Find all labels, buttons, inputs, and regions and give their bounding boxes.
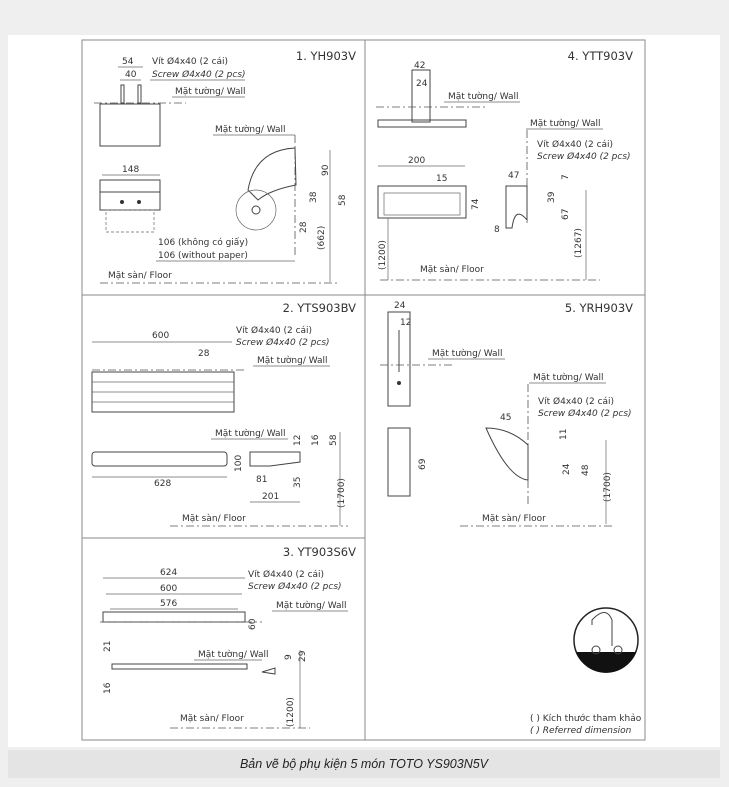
dimension-label: 9 <box>284 654 294 660</box>
dimension-label: (1267) <box>574 228 584 258</box>
dimension-label: Mặt tường/ Wall <box>215 428 286 439</box>
dimension-label: Mặt tường/ Wall <box>198 649 269 660</box>
panel-title: 2. YTS903BV <box>283 301 356 315</box>
dimension-label: Mặt tường/ Wall <box>276 600 347 611</box>
dimension-label: 39 <box>547 191 557 203</box>
dimension-label: 21 <box>103 641 113 652</box>
dimension-label: 58 <box>338 194 348 206</box>
dimension-label: 600 <box>152 331 169 341</box>
dimension-label: 48 <box>581 464 591 476</box>
dimension-label: (1200) <box>286 697 296 727</box>
dimension-label: Vít Ø4x40 (2 cái) <box>152 56 228 67</box>
dimension-label: 67 <box>561 209 571 220</box>
dimension-label: Mặt tường/ Wall <box>257 355 328 366</box>
dimension-label: 90 <box>321 164 331 176</box>
dimension-label: (1700) <box>337 478 347 508</box>
dimension-label: 24 <box>562 463 572 475</box>
dimension-label: Screw Ø4x40 (2 pcs) <box>248 581 342 592</box>
dimension-label: 35 <box>293 477 303 488</box>
dimension-label: 60 <box>248 618 258 630</box>
dimension-label: 29 <box>298 650 308 662</box>
dimension-label: Mặt tường/ Wall <box>448 91 519 102</box>
dimension-label: Screw Ø4x40 (2 pcs) <box>537 151 631 162</box>
panel-title: 5. YRH903V <box>565 301 633 315</box>
dimension-label: 7 <box>561 174 571 180</box>
dimension-label: 106 (without paper) <box>158 251 248 261</box>
dimension-label: Mặt tường/ Wall <box>530 118 601 129</box>
dimension-label: 69 <box>418 458 428 470</box>
dimension-label: (1700) <box>603 472 613 502</box>
dimension-label: 28 <box>198 349 210 359</box>
dimension-label: Mặt tường/ Wall <box>533 372 604 383</box>
dimension-label: 16 <box>103 682 113 694</box>
dimension-label: 74 <box>471 198 481 210</box>
dimension-label: Mặt sàn/ Floor <box>108 271 172 281</box>
dimension-label: Mặt sàn/ Floor <box>420 265 484 275</box>
caption: Bản vẽ bộ phụ kiện 5 món TOTO YS903N5V <box>8 750 720 778</box>
dimension-label: (1200) <box>378 240 388 270</box>
dimension-label: 200 <box>408 156 425 166</box>
dimension-label: Vít Ø4x40 (2 cái) <box>538 396 614 407</box>
dimension-label: 201 <box>262 492 279 502</box>
panel-yh903v: 1. YH903V 54 40 Vít Ø4x40 (2 cái) Screw … <box>94 49 356 284</box>
panel-title: 4. YTT903V <box>568 49 633 63</box>
dimension-label: Vít Ø4x40 (2 cái) <box>537 139 613 150</box>
panel-title: 1. YH903V <box>296 49 356 63</box>
dimension-label: 148 <box>122 165 139 175</box>
panel-yrh903v: 5. YRH903V 24 12 Mặt tường/ Wall 69 Mặt … <box>380 301 633 527</box>
dimension-label: 12 <box>293 435 303 446</box>
dimension-label: 28 <box>299 221 309 233</box>
dimension-label: 38 <box>309 191 319 203</box>
dimension-label: Screw Ø4x40 (2 pcs) <box>152 69 246 80</box>
dimension-label: Mặt tường/ Wall <box>175 86 246 97</box>
dimension-label: Mặt tường/ Wall <box>215 124 286 135</box>
dimension-label: 8 <box>494 225 500 235</box>
dimension-label: 16 <box>311 434 321 446</box>
panel-title: 3. YT903S6V <box>283 545 356 559</box>
dimension-label: Mặt sàn/ Floor <box>182 514 246 524</box>
dimension-label: 24 <box>394 301 406 311</box>
dimension-label: 81 <box>256 475 267 485</box>
dimension-label: Screw Ø4x40 (2 pcs) <box>538 408 632 419</box>
frame <box>81 39 646 741</box>
dimension-label: 47 <box>508 171 519 181</box>
panel-yts903bv: 2. YTS903BV 600 Vít Ø4x40 (2 cái) Screw … <box>91 301 356 527</box>
dimension-label: 45 <box>500 413 511 423</box>
dimension-label: 40 <box>125 70 137 80</box>
dimension-label: 24 <box>416 79 428 89</box>
dimension-label: Vít Ø4x40 (2 cái) <box>236 325 312 336</box>
dimension-label: Screw Ø4x40 (2 pcs) <box>236 337 330 348</box>
dimension-label: 58 <box>329 434 339 446</box>
dimension-label: 12 <box>400 318 411 328</box>
water-faucet-logo-icon <box>573 607 639 673</box>
panel-yt903s6v: 3. YT903S6V 624 600 576 Vít Ø4x40 (2 cái… <box>100 545 356 729</box>
dimension-label: 624 <box>160 568 177 578</box>
dimension-label: Vít Ø4x40 (2 cái) <box>248 569 324 580</box>
panel-ytt903v: 4. YTT903V 42 24 Mặt tường/ Wall Mặt tườ… <box>376 49 633 281</box>
dimension-label: 11 <box>559 429 569 440</box>
legend: ( ) Kích thước tham khảo ( ) Referred di… <box>530 607 642 736</box>
dimension-label: 15 <box>436 174 447 184</box>
dimension-label: (662) <box>317 226 327 250</box>
dimension-label: 42 <box>414 61 425 71</box>
dimension-label: 576 <box>160 599 177 609</box>
dimension-label: Mặt sàn/ Floor <box>482 514 546 524</box>
dimension-label: 600 <box>160 584 177 594</box>
dimension-label: 628 <box>154 479 171 489</box>
dimension-label: 106 (không có giấy) <box>158 237 248 248</box>
dimension-label: Mặt sàn/ Floor <box>180 714 244 724</box>
dimension-label: 100 <box>234 455 244 472</box>
dimension-label: ( ) Referred dimension <box>530 726 632 736</box>
dimension-label: Mặt tường/ Wall <box>432 348 503 359</box>
dimension-label: ( ) Kích thước tham khảo <box>530 713 642 724</box>
dimension-label: 54 <box>122 57 134 67</box>
